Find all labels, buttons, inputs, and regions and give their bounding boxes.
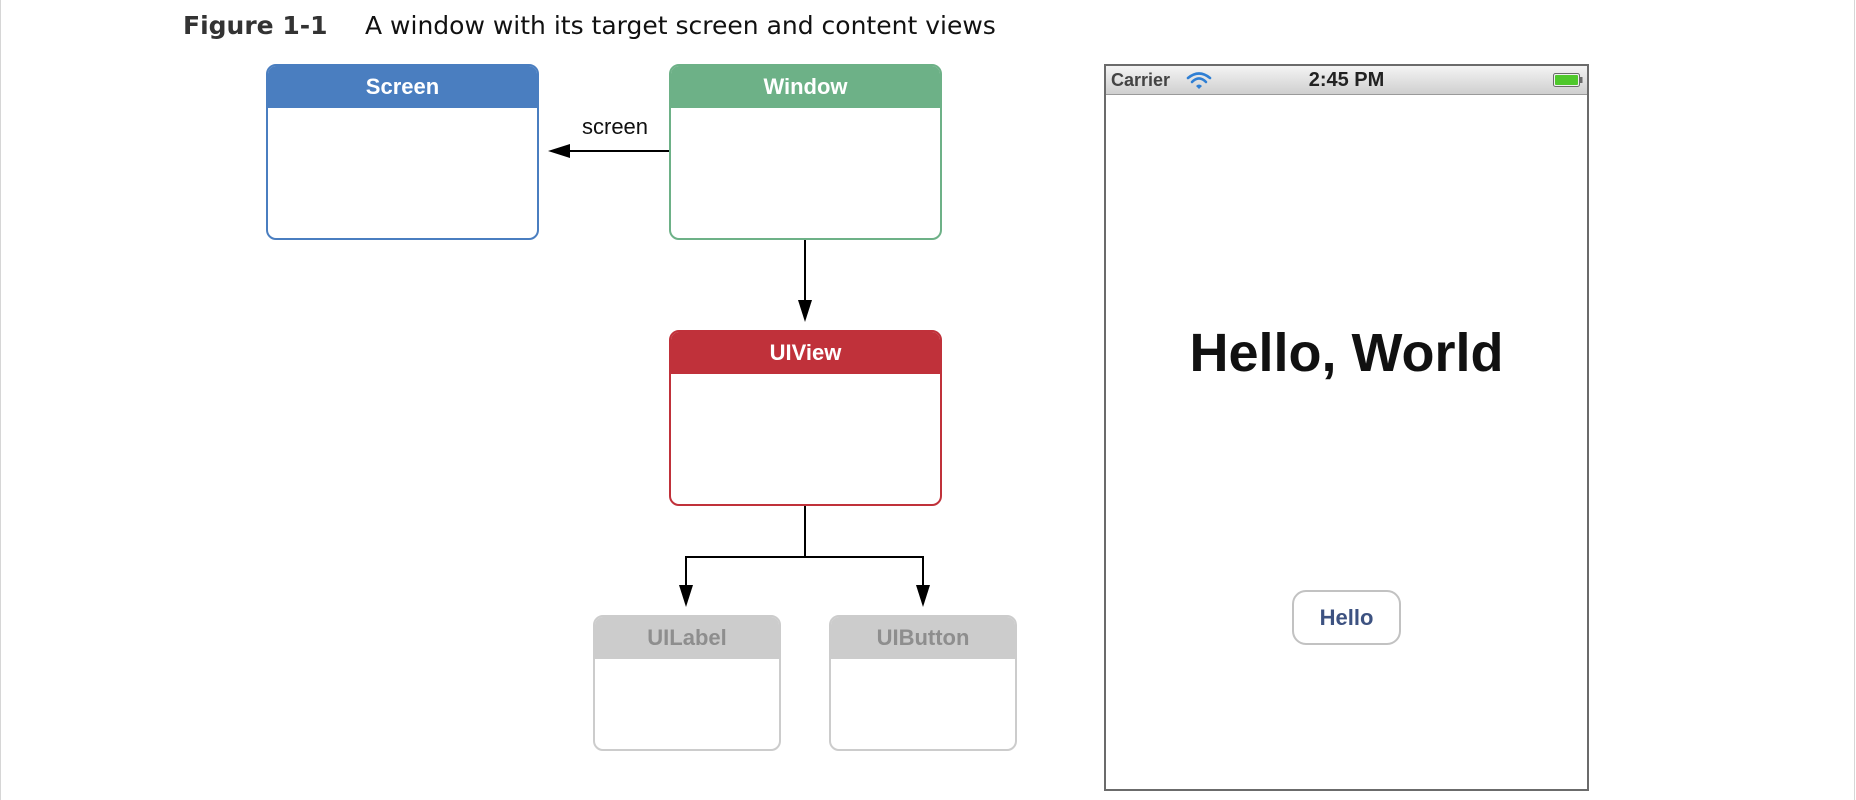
node-window: Window (669, 64, 942, 240)
page-right-edge (1854, 0, 1855, 800)
page-left-edge (0, 0, 1, 800)
arrowhead (916, 585, 930, 607)
carrier-label: Carrier (1111, 70, 1171, 90)
arrowhead (798, 300, 812, 322)
arrowhead (548, 144, 570, 158)
edge-window-to-screen (548, 144, 669, 158)
node-uilabel: UILabel (593, 615, 781, 751)
status-bar: Carrier 2:45 PM (1106, 66, 1587, 95)
wifi-icon (1186, 72, 1212, 89)
node-uibutton-title: UIButton (831, 617, 1015, 659)
edge-window-to-uiview (798, 240, 812, 322)
arrowhead (679, 585, 693, 607)
node-uiview: UIView (669, 330, 942, 506)
battery-fill (1555, 75, 1578, 85)
node-uilabel-title: UILabel (595, 617, 779, 659)
battery-icon (1553, 73, 1583, 87)
node-window-title: Window (671, 66, 940, 108)
hello-world-label: Hello, World (1189, 323, 1504, 383)
node-uiview-title: UIView (671, 332, 940, 374)
figure-caption: A window with its target screen and cont… (365, 11, 996, 40)
phone-screen: Carrier 2:45 PM Hello, World Hello (1104, 64, 1589, 791)
edge-uiview-to-subviews (679, 506, 930, 607)
node-uibutton: UIButton (829, 615, 1017, 751)
node-screen-title: Screen (268, 66, 537, 108)
hello-button[interactable]: Hello (1292, 590, 1401, 645)
status-time: 2:45 PM (1308, 69, 1385, 91)
node-screen: Screen (266, 64, 539, 240)
figure-number: Figure 1-1 (183, 11, 328, 40)
edge-label-screen: screen (582, 114, 649, 139)
